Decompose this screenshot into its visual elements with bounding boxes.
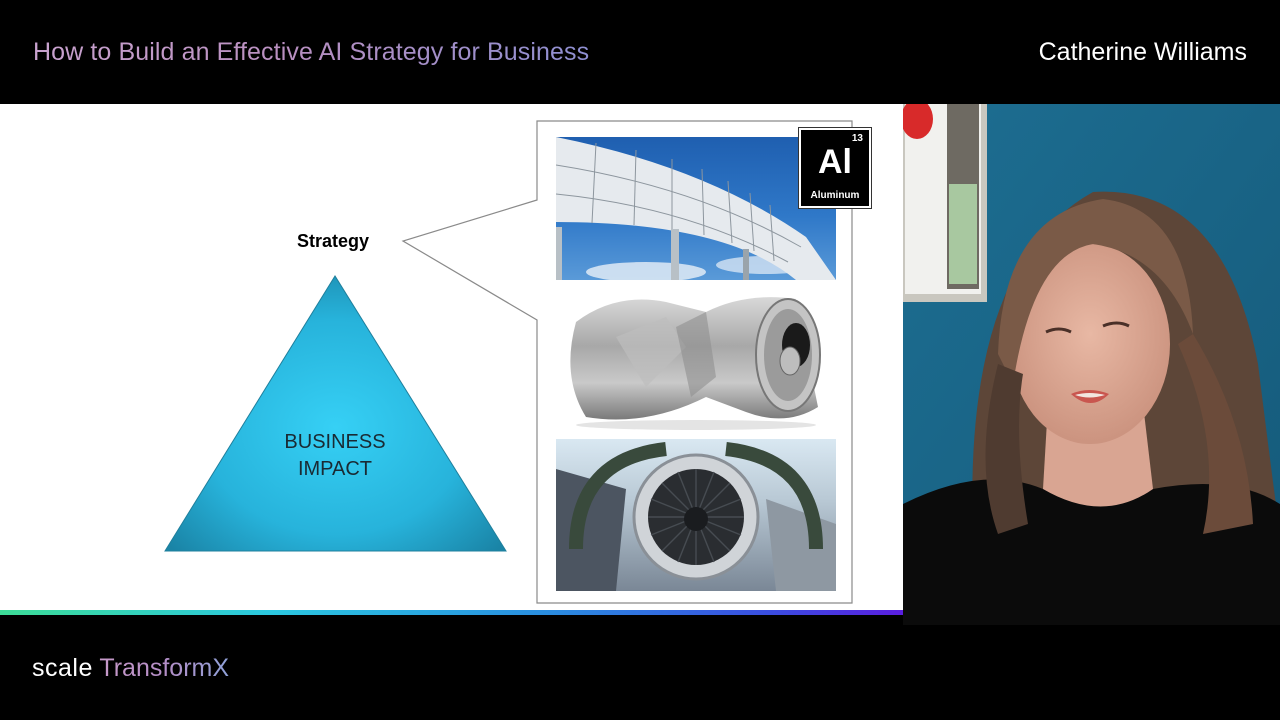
speaker-name: Catherine Williams [1038,38,1247,66]
brand-transformx: TransformX [99,654,230,682]
triangle-label: BUSINESS IMPACT [235,429,435,483]
top-bar: How to Build an Effective AI Strategy fo… [0,0,1280,104]
element-name: Aluminum [810,190,860,201]
triangle-label-line2: IMPACT [297,458,373,480]
brand-scale: scale [32,654,93,682]
business-impact-triangle [164,275,507,552]
strategy-label: Strategy [297,231,370,251]
presentation-slide: Strategy BUSINESS IMPACT [0,104,903,610]
crushed-can-photo [556,287,836,433]
aluminum-building-photo [556,137,836,280]
atomic-number: 13 [851,133,863,144]
triangle-label-line1: BUSINESS [284,431,386,453]
brand-logo: scale TransformX [32,654,229,683]
slide-gradient-bar [0,610,903,615]
aluminum-element-tile: 13 Al Aluminum [798,127,872,209]
jet-engine-photo [556,439,836,591]
speaker-video [903,104,1280,625]
talk-title: How to Build an Effective AI Strategy fo… [33,38,590,66]
speaker-video-frame [903,104,1280,625]
element-symbol: Al [818,143,852,181]
